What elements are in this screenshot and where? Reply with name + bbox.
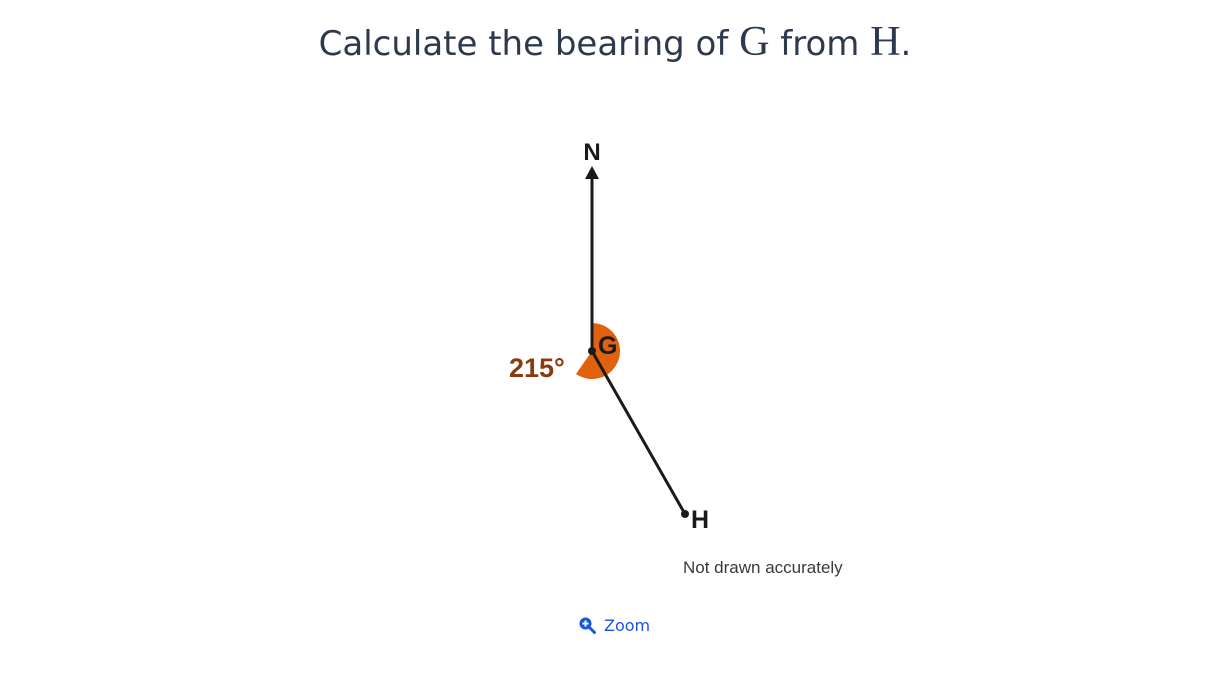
north-label: N (583, 139, 600, 166)
point-g-label: G (598, 332, 617, 360)
zoom-in-icon (579, 617, 596, 634)
point-h-label: H (691, 506, 709, 534)
zoom-label: Zoom (604, 615, 651, 635)
point-g-variable: G (739, 19, 770, 65)
angle-sector (575, 323, 620, 380)
north-arrow-icon (585, 166, 599, 179)
question-middle: from (769, 24, 871, 64)
question-text: Calculate the bearing of G from H. (0, 18, 1230, 66)
point-h-variable: H (870, 19, 901, 65)
not-drawn-accurately-note: Not drawn accurately (683, 558, 843, 577)
question-prefix: Calculate the bearing of (318, 24, 740, 64)
angle-label: 215° (509, 353, 565, 383)
line-g-to-h (590, 350, 687, 515)
zoom-button[interactable]: Zoom (578, 612, 650, 638)
point-g (588, 347, 596, 355)
point-h (681, 510, 689, 518)
question-suffix: . (900, 24, 912, 64)
